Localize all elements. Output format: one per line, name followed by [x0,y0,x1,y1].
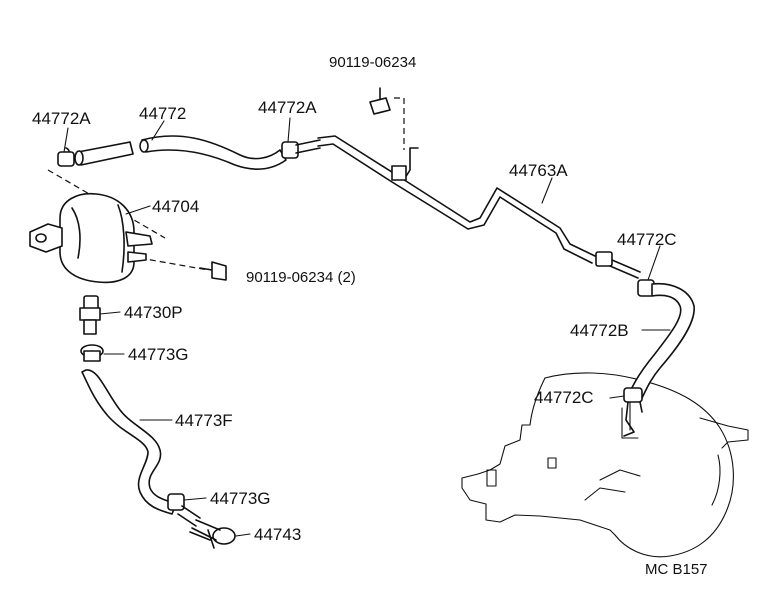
label-bolt-tank: 90119-06234 (2) [246,269,356,286]
label-hose-upper: 44772 [139,104,186,123]
upper-hose [57,135,321,170]
label-bolt-top: 90119-06234 [329,54,416,71]
label-clip-g-upper: 44773G [128,345,189,364]
label-clip-c-lower: 44772C [534,388,594,407]
label-pipe: 44763A [509,161,568,180]
bolt-tank [199,261,227,281]
label-hose-f: 44773F [175,411,233,430]
label-clip-g-lower: 44773G [210,489,271,508]
label-hose-b: 44772B [570,321,629,340]
label-clip-a-left: 44772A [32,109,91,128]
label-check-valve: 44730P [124,303,183,322]
label-clip-c-upper: 44772C [617,230,677,249]
diagram-code: MC B157 [645,561,708,578]
vacuum-pipe [317,135,641,279]
hose-b [623,279,695,437]
brake-booster-outline [461,372,749,558]
leader-lines [63,117,671,537]
label-union: 44743 [254,525,301,544]
bolt-top [369,87,405,150]
vacuum-tank [29,169,209,284]
label-tank: 44704 [152,197,199,216]
label-clip-a-right: 44772A [258,98,317,117]
